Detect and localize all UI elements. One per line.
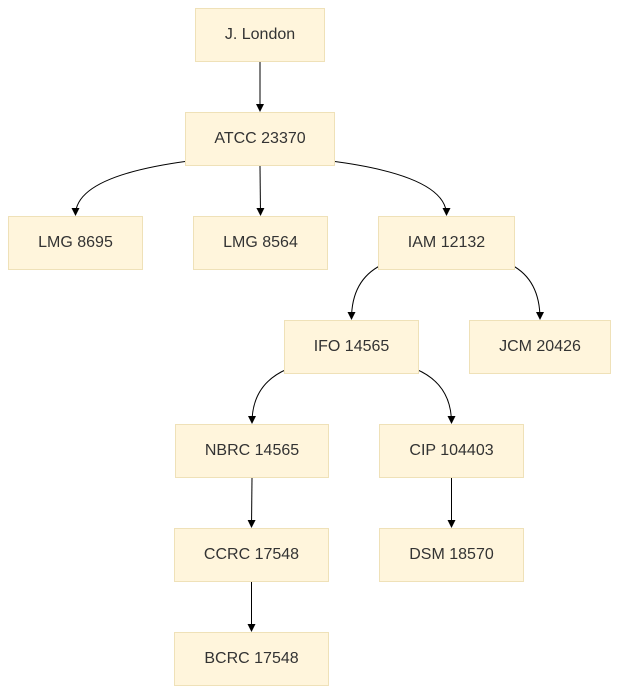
edge-n2-to-n4 [256, 165, 265, 216]
node-bcrc-17548: BCRC 17548 [174, 632, 329, 686]
node-lmg-8695: LMG 8695 [8, 216, 143, 270]
node-ifo-14565: IFO 14565 [284, 320, 419, 374]
node-iam-12132: IAM 12132 [378, 216, 515, 270]
edge-n5-to-n6 [347, 264, 382, 320]
node-j-london: J. London [195, 8, 325, 62]
node-dsm-18570: DSM 18570 [379, 528, 524, 582]
node-nbrc-14565: NBRC 14565 [175, 424, 329, 478]
edge-n8-to-n10 [247, 477, 256, 528]
edge-n2-to-n5 [331, 160, 451, 216]
node-lmg-8564: LMG 8564 [193, 216, 328, 270]
edge-n6-to-n8 [248, 368, 288, 424]
node-cip-104403: CIP 104403 [379, 424, 524, 478]
edge-n2-to-n3 [71, 160, 189, 216]
node-jcm-20426: JCM 20426 [469, 320, 611, 374]
edge-n6-to-n9 [415, 368, 456, 424]
node-ccrc-17548: CCRC 17548 [174, 528, 329, 582]
edge-n5-to-n7 [511, 264, 544, 320]
node-atcc-23370: ATCC 23370 [185, 112, 335, 166]
